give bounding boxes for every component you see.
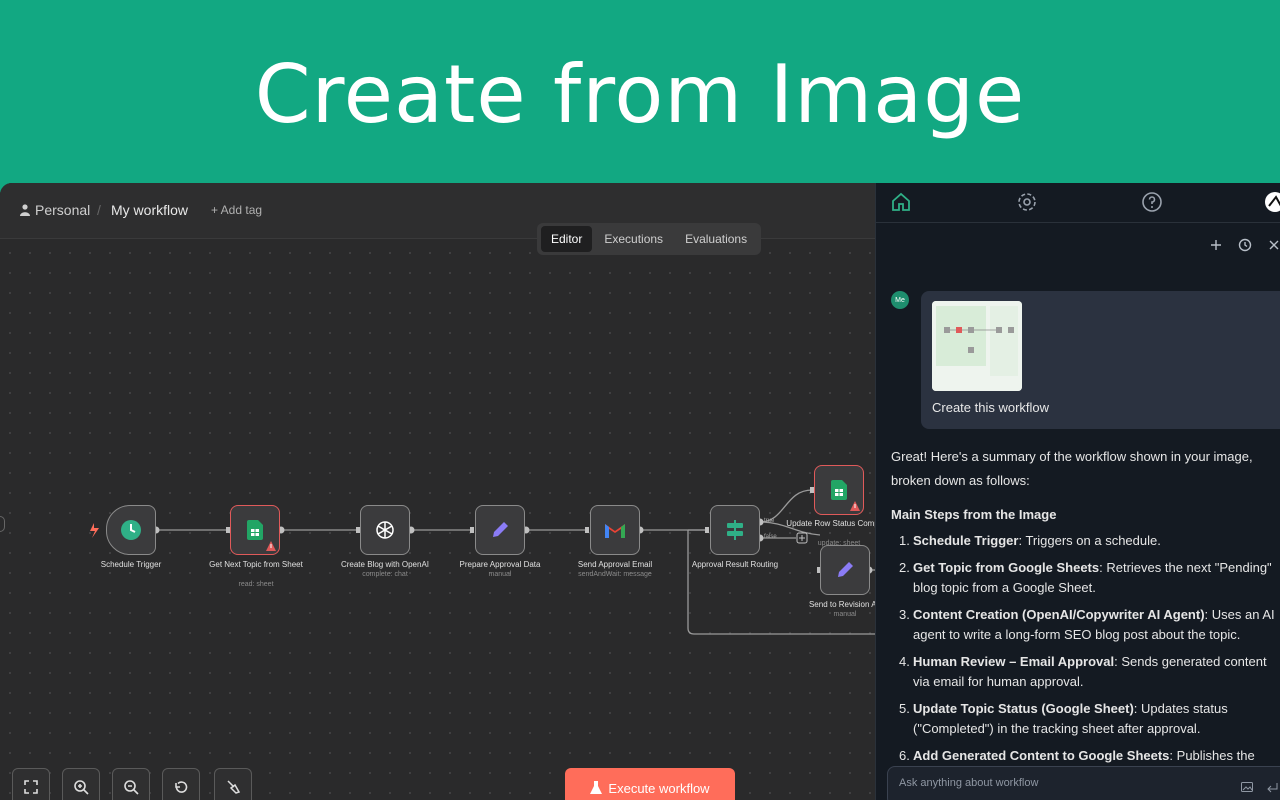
node-sublabel: complete: chat (362, 571, 408, 578)
node-sublabel: manual (488, 571, 512, 578)
breadcrumb-personal[interactable]: Personal (20, 202, 90, 218)
execute-workflow-label: Execute workflow (608, 780, 710, 796)
fullscreen-icon (24, 780, 38, 794)
node-sublabel: read: sheet (238, 581, 274, 588)
canvas-edge-handle (0, 516, 5, 532)
broom-icon (227, 780, 241, 794)
banner-title: Create from Image (254, 48, 1026, 141)
node-label: Get Next Topic from Sheet (209, 560, 303, 569)
workflow-thumbnail-icon (932, 301, 1022, 391)
node-schedule-trigger[interactable] (106, 505, 156, 555)
node-send-approval-email[interactable] (590, 505, 640, 555)
switch-icon (727, 520, 743, 540)
attached-image-thumbnail[interactable] (932, 301, 1022, 391)
gear-icon (1018, 193, 1036, 211)
node-sublabel: sendAndWait: message (578, 571, 652, 578)
node-update-row-status[interactable] (814, 465, 864, 515)
list-item: 3.Content Creation (OpenAI/Copywriter AI… (899, 607, 1275, 642)
zoom-in-button[interactable] (62, 768, 100, 800)
plus-icon[interactable] (1210, 239, 1222, 251)
close-icon[interactable] (1268, 239, 1280, 251)
node-label: Send Approval Email (577, 560, 653, 569)
node-sublabel: update: sheet (817, 540, 861, 547)
workflow-canvas[interactable]: Personal / My workflow + Add tag Editor … (0, 183, 892, 800)
user-avatar: Me (891, 291, 909, 309)
tab-evaluations[interactable]: Evaluations (685, 232, 748, 246)
zoom-out-button[interactable] (112, 768, 150, 800)
chat-input-placeholder: Ask anything about workflow (899, 777, 1039, 789)
node-label: Create Blog with OpenAI (340, 560, 430, 569)
branch-label-false: false (764, 534, 777, 540)
clock-icon (121, 520, 141, 540)
add-tag-button[interactable]: + Add tag (211, 203, 263, 217)
node-approval-routing[interactable] (710, 505, 760, 555)
ai-assistant-panel: Me Create this workflow Great! Here's a … (875, 183, 1280, 800)
extension-icon (1265, 192, 1280, 212)
workflow-name[interactable]: My workflow (111, 202, 189, 218)
node-sublabel: manual (833, 611, 857, 618)
node-prepare-approval[interactable] (475, 505, 525, 555)
response-intro: Great! Here's a summary of the workflow … (891, 449, 1253, 488)
response-heading: Main Steps from the Image (891, 507, 1057, 522)
fit-view-button[interactable] (12, 768, 50, 800)
panel-header (876, 183, 1280, 223)
node-label: Approval Result Routing (691, 560, 779, 569)
node-label: Send to Revision Ag (808, 600, 882, 609)
list-item: 6.Add Generated Content to Google Sheets… (899, 748, 1255, 763)
assistant-response: Great! Here's a summary of the workflow … (891, 445, 1280, 773)
user-icon (20, 204, 30, 216)
view-tabs: Editor Executions Evaluations (537, 223, 762, 255)
extension-button[interactable] (1263, 190, 1280, 214)
warning-icon (850, 501, 860, 511)
flask-icon (590, 781, 603, 794)
history-icon[interactable] (1238, 238, 1252, 252)
tab-editor[interactable]: Editor (541, 226, 593, 252)
tidy-up-button[interactable] (214, 768, 252, 800)
send-icon[interactable] (1266, 781, 1278, 793)
node-openai[interactable] (360, 505, 410, 555)
connections (90, 487, 875, 635)
list-item: 5.Update Topic Status (Google Sheet): Up… (899, 701, 1228, 736)
image-attach-icon[interactable] (1241, 781, 1253, 793)
user-message-text: Create this workflow (932, 400, 1050, 415)
node-get-next-topic[interactable] (230, 505, 280, 555)
node-send-to-revision[interactable] (820, 545, 870, 595)
openai-icon (376, 521, 394, 539)
google-sheets-icon (831, 480, 847, 500)
hero-banner: Create from Image (0, 0, 1280, 183)
list-item: 1.Schedule Trigger: Triggers on a schedu… (899, 533, 1161, 548)
node-label: Prepare Approval Data (459, 560, 541, 569)
chat-input[interactable]: Ask anything about workflow (887, 766, 1280, 800)
app-window: Personal / My workflow + Add tag Editor … (0, 183, 1280, 800)
pencil-icon (838, 562, 853, 577)
steps-list: 1.Schedule Trigger: Triggers on a schedu… (891, 531, 1280, 766)
list-item: 4.Human Review – Email Approval: Sends g… (899, 654, 1267, 689)
zoom-in-icon (74, 780, 89, 795)
zoom-out-icon (124, 780, 139, 795)
list-item: 2.Get Topic from Google Sheets: Retrieve… (899, 560, 1272, 595)
editor-topbar: Personal / My workflow + Add tag (0, 183, 875, 239)
gmail-icon (605, 523, 625, 538)
warning-icon (266, 541, 276, 551)
help-button[interactable] (1140, 190, 1164, 214)
help-icon (1142, 192, 1162, 212)
user-message: Create this workflow (921, 291, 1280, 429)
node-label: Update Row Status Complete (786, 519, 892, 528)
undo-icon (175, 781, 188, 793)
home-button[interactable] (889, 190, 913, 214)
breadcrumb-separator: / (97, 202, 101, 218)
google-sheets-icon (247, 520, 263, 540)
node-label: Schedule Trigger (100, 560, 162, 569)
home-icon (892, 192, 910, 211)
branch-label-true: true (764, 518, 775, 524)
reset-zoom-button[interactable] (162, 768, 200, 800)
tab-executions[interactable]: Executions (604, 232, 664, 246)
breadcrumb-personal-label: Personal (35, 202, 91, 218)
pencil-icon (493, 522, 508, 537)
settings-button[interactable] (1015, 190, 1039, 214)
execute-workflow-button[interactable]: Execute workflow (565, 768, 735, 800)
